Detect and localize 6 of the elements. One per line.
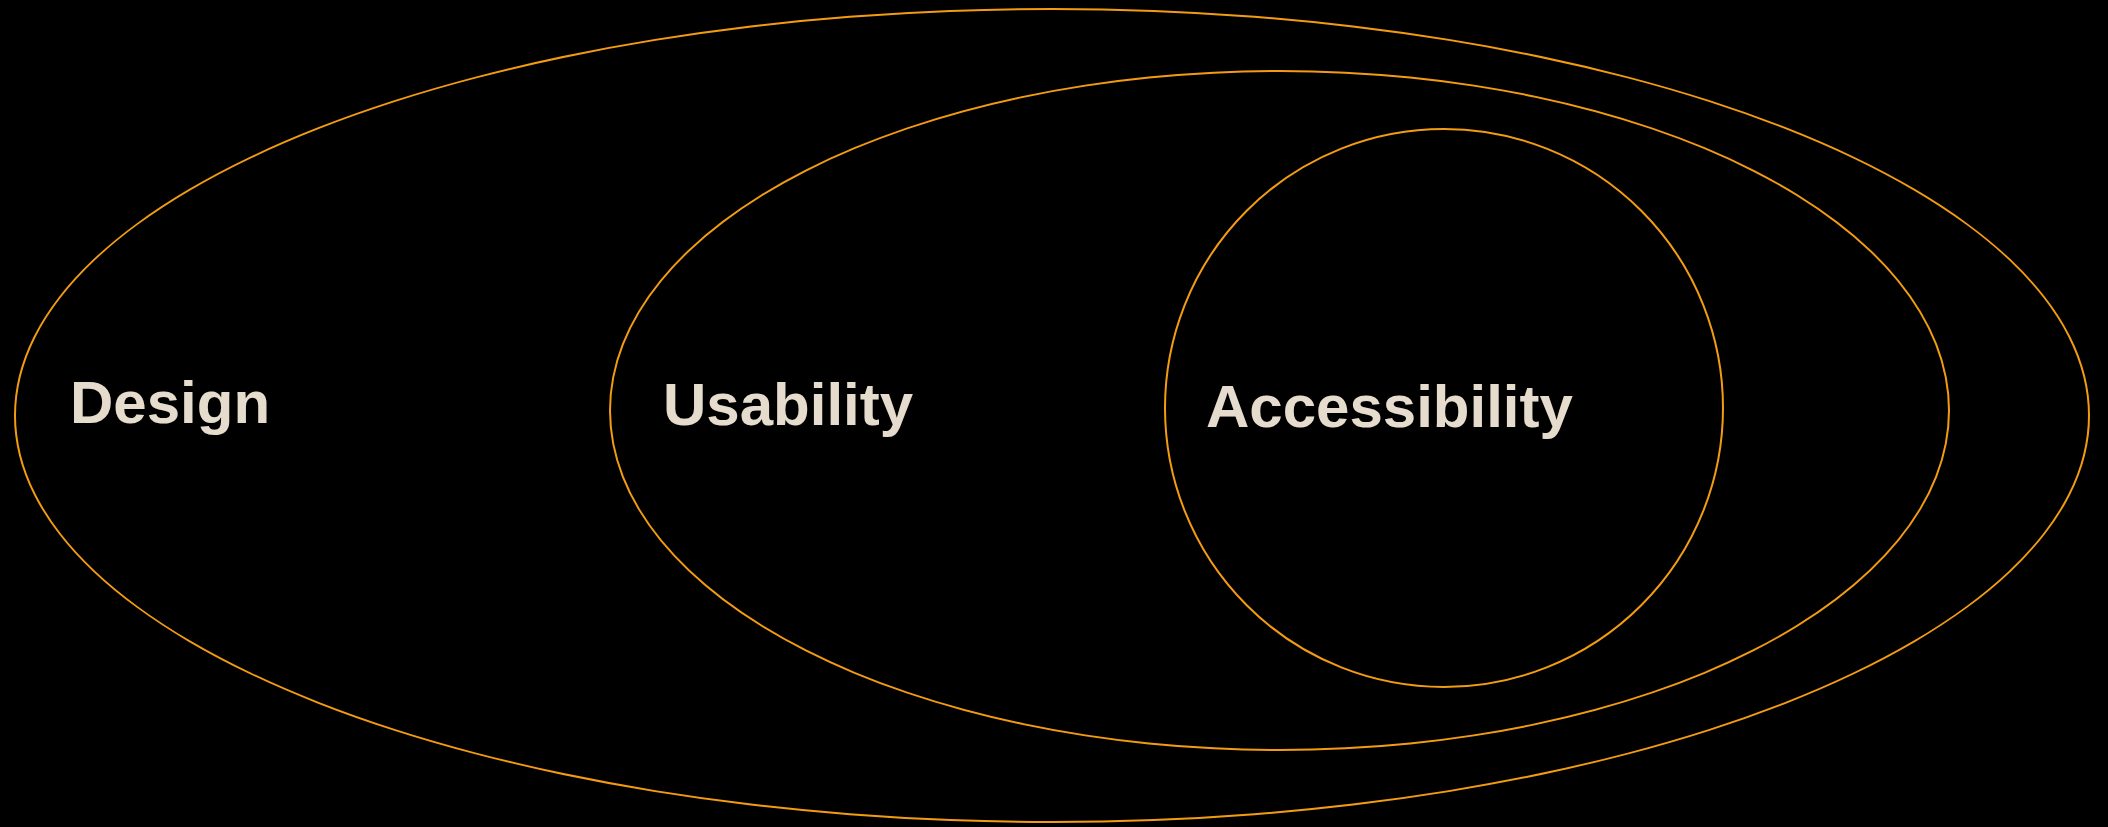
oval-region — [14, 8, 2090, 823]
oval-region — [609, 70, 1950, 751]
region-label: Accessibility — [1206, 371, 1573, 441]
region-label: Usability — [663, 369, 914, 439]
region-label: Design — [70, 367, 271, 437]
oval-region — [1164, 128, 1724, 688]
